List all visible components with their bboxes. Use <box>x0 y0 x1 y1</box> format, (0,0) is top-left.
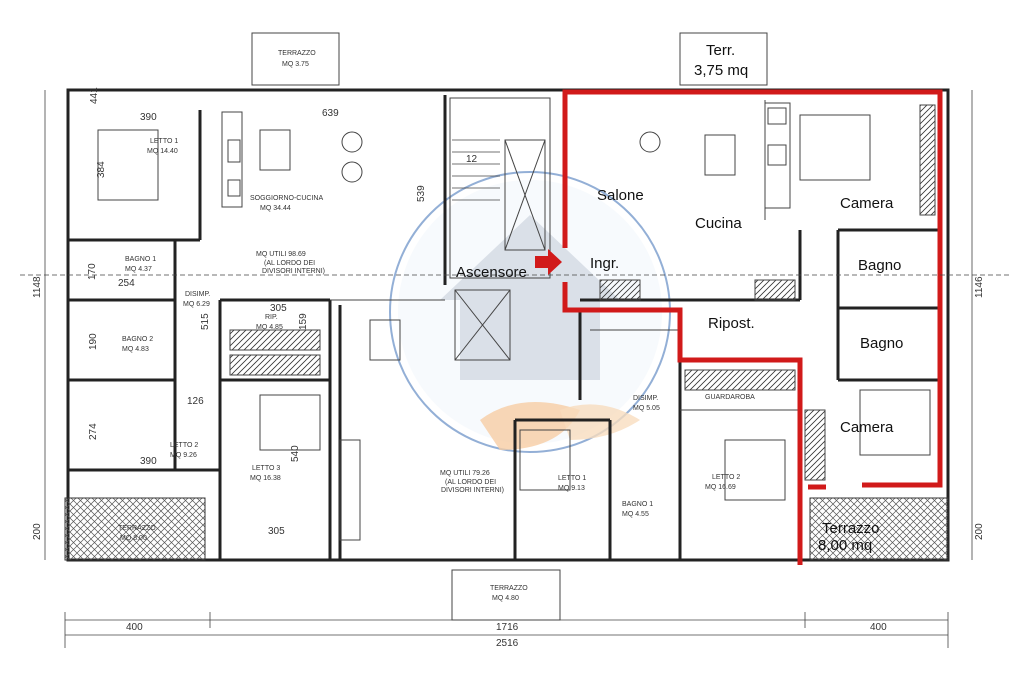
entrance-arrow-icon <box>535 249 562 275</box>
dim-515: 515 <box>200 313 211 330</box>
right-ingresso-label: Ingr. <box>590 255 619 272</box>
watermark-logo <box>389 171 671 453</box>
dim-190: 190 <box>88 333 99 350</box>
kitchen-counters <box>221 102 791 541</box>
dim-441: 441 <box>89 87 100 104</box>
left-utili-line2: (AL LORDO DEI <box>264 260 315 267</box>
center-letto2-area: MQ 16.69 <box>705 484 736 491</box>
center-guardaroba-label: GUARDAROBA <box>705 394 755 401</box>
right-bagno-top-label: Bagno <box>858 257 901 274</box>
terrace-top-left-name: TERRAZZO <box>278 50 316 57</box>
terrace-bottom-right-name: Terrazzo <box>822 520 880 537</box>
left-soggiorno-name: SOGGIORNO-CUCINA <box>250 195 323 202</box>
dim-390-bottom: 390 <box>140 456 157 467</box>
dim-390-top: 390 <box>140 112 157 123</box>
terrace-bottom-right-area: 8,00 mq <box>818 537 872 554</box>
right-cucina-label: Cucina <box>695 215 742 232</box>
stairs-step-count: 12 <box>466 154 478 165</box>
dim-400-left: 400 <box>126 622 143 633</box>
terrace-top-left <box>251 32 340 86</box>
right-ripostiglio-label: Ripost. <box>708 315 755 332</box>
dim-639: 639 <box>322 108 339 119</box>
left-rip-area: MQ 4.85 <box>256 324 283 331</box>
dim-170: 170 <box>87 263 98 280</box>
center-utili-line1: MQ UTILI 79.26 <box>440 470 490 477</box>
right-bagno-bottom-label: Bagno <box>860 335 903 352</box>
center-letto2-name: LETTO 2 <box>712 474 740 481</box>
left-rip-name: RIP. <box>265 314 278 321</box>
left-letto3-area: MQ 16.38 <box>250 475 281 482</box>
right-camera-bottom-label: Camera <box>840 419 894 436</box>
left-utili-line1: MQ UTILI 98.69 <box>256 251 306 258</box>
center-letto1-area: MQ 9.13 <box>558 485 585 492</box>
right-salone-label: Salone <box>597 187 644 204</box>
elevator-shaft <box>454 289 511 361</box>
dim-1146: 1146 <box>974 276 985 298</box>
dim-200-right: 200 <box>974 523 985 540</box>
terrace-top-left-area: MQ 3.75 <box>282 61 309 68</box>
terrace-top-right-area: 3,75 mq <box>694 62 748 79</box>
left-disimp-area: MQ 6.29 <box>183 301 210 308</box>
outer-wall <box>66 88 950 562</box>
center-letto1-name: LETTO 1 <box>558 475 586 482</box>
left-bagno2-area: MQ 4.83 <box>122 346 149 353</box>
terrace-bottom-center-area: MQ 4.80 <box>492 595 519 602</box>
dim-305-bottom: 305 <box>268 526 285 537</box>
dim-305-mid: 305 <box>270 303 287 314</box>
terrace-bottom-left-name: TERRAZZO <box>118 525 156 532</box>
left-bagno2-name: BAGNO 2 <box>122 336 153 343</box>
left-soggiorno-area: MQ 34.44 <box>260 205 291 212</box>
terrace-bottom-left-area: MQ 8.00 <box>120 535 147 542</box>
stair-core <box>449 97 551 361</box>
center-utili-line2: (AL LORDO DEI <box>445 479 496 486</box>
left-letto1-area: MQ 14.40 <box>147 148 178 155</box>
left-letto3-name: LETTO 3 <box>252 465 280 472</box>
center-bagno1-name: BAGNO 1 <box>622 501 653 508</box>
dim-126: 126 <box>187 396 204 407</box>
terrace-bottom-right-fill <box>809 497 949 561</box>
left-letto2-name: LETTO 2 <box>170 442 198 449</box>
terrace-bottom-left-fill <box>64 497 206 561</box>
dim-254: 254 <box>118 278 135 289</box>
dim-539: 539 <box>416 185 427 202</box>
center-utili-line3: DIVISORI INTERNI) <box>441 487 504 494</box>
left-letto1-name: LETTO 1 <box>150 138 178 145</box>
dim-540: 540 <box>290 445 301 462</box>
terrace-top-right <box>679 32 768 86</box>
left-unit-walls <box>68 95 447 560</box>
right-camera-top-label: Camera <box>840 195 894 212</box>
dim-2516: 2516 <box>496 638 519 649</box>
center-bagno1-area: MQ 4.55 <box>622 511 649 518</box>
center-disimp-name: DISIMP. <box>633 395 658 402</box>
terrace-top-right-name: Terr. <box>706 42 735 59</box>
dim-274: 274 <box>88 423 99 440</box>
dimension-lines <box>20 90 1010 648</box>
dim-400-right: 400 <box>870 622 887 633</box>
dim-1716: 1716 <box>496 622 519 633</box>
left-letto2-area: MQ 9.26 <box>170 452 197 459</box>
left-disimp-name: DISIMP. <box>185 291 210 298</box>
furniture <box>97 104 936 501</box>
highlighted-unit-outline <box>562 89 943 565</box>
dim-159: 159 <box>298 313 309 330</box>
left-bagno1-area: MQ 4.37 <box>125 266 152 273</box>
left-bagno1-name: BAGNO 1 <box>125 256 156 263</box>
dim-384: 384 <box>96 161 107 178</box>
left-utili-line3: DIVISORI INTERNI) <box>262 268 325 275</box>
dim-1148: 1148 <box>32 276 43 298</box>
elevator-label: Ascensore <box>456 264 527 281</box>
center-disimp-area: MQ 5.05 <box>633 405 660 412</box>
terrace-bottom-center-name: TERRAZZO <box>490 585 528 592</box>
dim-200-left: 200 <box>32 523 43 540</box>
